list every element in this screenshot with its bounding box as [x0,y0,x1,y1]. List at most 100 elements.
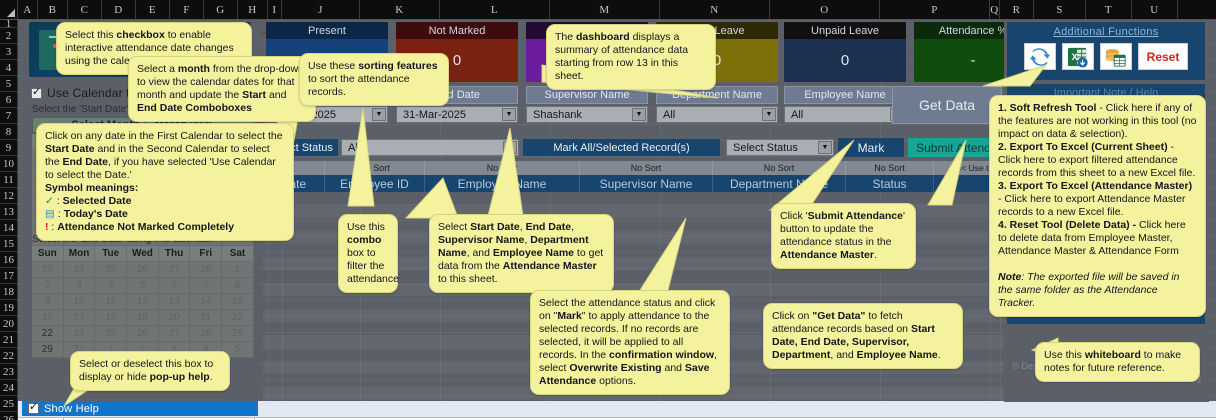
mark-button[interactable]: Mark [838,138,904,157]
row-header-1[interactable]: 1 [0,18,17,30]
end-calendar-day-cell[interactable]: 16 [32,310,64,326]
end-calendar-day-cell[interactable]: 9 [32,294,64,310]
column-header-N[interactable]: N [660,0,770,19]
end-calendar-day-cell[interactable]: 25 [95,326,128,342]
end-calendar-day-cell[interactable]: 8 [222,278,254,294]
end-calendar-day-cell[interactable]: 6 [158,278,191,294]
end-calendar-day-cell[interactable]: 7 [190,278,223,294]
end-calendar-day-cell[interactable]: 2 [32,278,64,294]
show-help-checkbox[interactable] [28,401,39,414]
end-calendar-day-cell[interactable]: 14 [190,294,223,310]
chevron-down-icon[interactable]: ▼ [762,108,776,121]
table-header-employee-name[interactable]: Employee Name [425,175,580,192]
column-header-L[interactable]: L [440,0,550,19]
end-calendar-day-cell[interactable]: 28 [190,326,223,342]
column-header-D[interactable]: D [102,0,136,19]
end-calendar-day-cell[interactable]: 20 [158,310,191,326]
soft-refresh-icon-button[interactable] [1024,43,1056,70]
filter-combo-supervisor-name[interactable]: Shashank▼ [526,106,648,123]
row-header-2[interactable]: 2 [0,28,17,44]
row-header-17[interactable]: 17 [0,268,17,284]
column-header-S[interactable]: S [1034,0,1086,19]
row-header-19[interactable]: 19 [0,300,17,316]
chevron-down-icon[interactable]: ▼ [372,108,386,121]
chevron-down-icon[interactable]: ▼ [632,108,646,121]
end-calendar-day-cell[interactable]: 27 [158,262,191,278]
end-calendar-day-cell[interactable]: 17 [63,310,96,326]
end-calendar-day-cell[interactable]: 24 [63,262,96,278]
column-header-A[interactable]: A [18,0,38,19]
row-header-14[interactable]: 14 [0,220,17,236]
column-header-B[interactable]: B [38,0,68,19]
end-calendar-day-cell[interactable]: 5 [222,342,254,358]
row-header-25[interactable]: 25 [0,396,17,412]
end-calendar-day-cell[interactable]: 22 [32,326,64,342]
end-calendar-day-cell[interactable]: 18 [95,310,128,326]
row-header-26[interactable]: 26 [0,412,17,420]
column-header-U[interactable]: U [1132,0,1178,19]
chevron-down-icon[interactable]: ▼ [502,108,516,121]
row-header-22[interactable]: 22 [0,348,17,364]
row-header-15[interactable]: 15 [0,236,17,252]
end-calendar-day-cell[interactable]: 28 [190,262,223,278]
end-calendar-day-cell[interactable]: 13 [158,294,191,310]
end-calendar-day-cell[interactable]: 19 [127,310,159,326]
status-filter-combo[interactable]: All ▼ [341,139,519,156]
filter-combo-employee-name[interactable]: All▼ [784,106,906,123]
row-header-18[interactable]: 18 [0,284,17,300]
end-calendar-day-cell[interactable]: 25 [95,262,128,278]
column-header-H[interactable]: H [238,0,268,19]
row-header-24[interactable]: 24 [0,380,17,396]
end-calendar-day-cell[interactable]: 24 [63,326,96,342]
row-header-10[interactable]: 10 [0,156,17,172]
row-header-7[interactable]: 7 [0,108,17,124]
sort-toggle-status[interactable]: No Sort [846,161,934,175]
row-header-23[interactable]: 23 [0,364,17,380]
end-calendar-day-cell[interactable]: 29 [32,342,64,358]
end-calendar-day-cell[interactable]: 10 [63,294,96,310]
end-calendar-day-cell[interactable]: 21 [190,310,223,326]
end-calendar-day-cell[interactable]: 26 [127,262,159,278]
export-attendance-master-icon-button[interactable] [1100,43,1132,70]
row-header-16[interactable]: 16 [0,252,17,268]
row-header-8[interactable]: 8 [0,124,17,140]
row-header-4[interactable]: 4 [0,60,17,76]
table-header-supervisor-name[interactable]: Supervisor Name [580,175,713,192]
end-calendar-day-cell[interactable]: 15 [222,294,254,310]
row-header-21[interactable]: 21 [0,332,17,348]
select-all-corner[interactable] [0,0,18,19]
end-calendar-day-cell[interactable]: 23 [32,262,64,278]
get-data-button[interactable]: Get Data [892,86,1002,124]
table-header-employee-id[interactable]: Employee ID [325,175,425,192]
table-header-status[interactable]: Status [846,175,934,192]
sort-toggle-employee-id[interactable]: No Sort [325,161,425,175]
column-header-I[interactable]: I [268,0,282,19]
row-header-9[interactable]: 9 [0,140,17,156]
sort-toggle-supervisor-name[interactable]: No Sort [580,161,713,175]
column-header-J[interactable]: J [282,0,360,19]
reset-button[interactable]: Reset [1138,43,1188,70]
end-calendar-day-cell[interactable]: 22 [222,310,254,326]
column-header-O[interactable]: O [770,0,880,19]
column-header-K[interactable]: K [360,0,440,19]
end-calendar-day-cell[interactable]: 29 [222,326,254,342]
table-header-department-name[interactable]: Department Name [713,175,846,192]
column-header-Q[interactable]: Q [990,0,1000,19]
filter-combo-department-name[interactable]: All▼ [656,106,778,123]
sort-toggle-department-name[interactable]: No Sort [713,161,846,175]
end-calendar-day-cell[interactable]: 5 [127,278,159,294]
row-header-5[interactable]: 5 [0,76,17,92]
column-header-R[interactable]: R [1000,0,1034,19]
sort-toggle-employee-name[interactable]: No Sort [425,161,580,175]
column-header-E[interactable]: E [136,0,170,19]
filter-combo-end-date[interactable]: 31-Mar-2025▼ [396,106,518,123]
export-current-sheet-icon-button[interactable]: X [1062,43,1094,70]
column-header-C[interactable]: C [68,0,102,19]
use-calendar-checkbox[interactable] [31,86,42,99]
end-calendar-day-cell[interactable]: 1 [222,262,254,278]
show-help-row[interactable]: Show Help [22,401,258,416]
chevron-down-icon[interactable]: ▼ [503,141,517,154]
end-calendar-day-cell[interactable]: 26 [127,326,159,342]
end-calendar-day-cell[interactable]: 12 [127,294,159,310]
